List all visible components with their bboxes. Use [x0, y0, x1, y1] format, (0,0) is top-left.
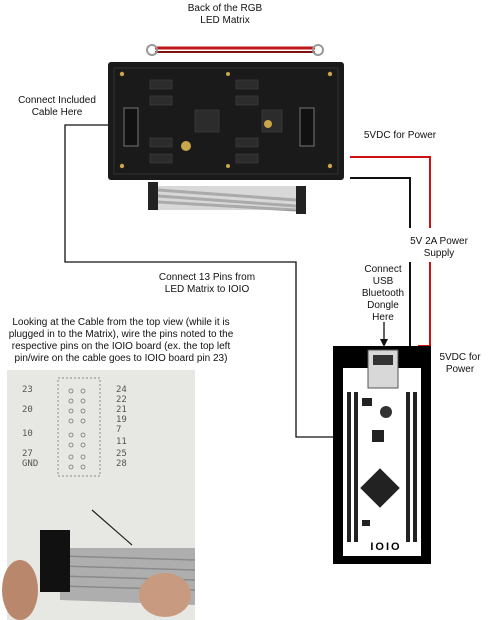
red-power-cable [146, 44, 324, 56]
pin-label [22, 417, 38, 429]
power-wire-red-bottom [418, 262, 431, 347]
pin-label: 11 [116, 437, 127, 447]
power-wire-red-top [350, 156, 431, 228]
instructions-text: Looking at the Cable from the top view (… [8, 317, 234, 364]
pin-label: 22 [116, 395, 127, 405]
pin-map-right: 24 22 21 19 7 11 25 28 [116, 385, 127, 469]
power-right-label: 5VDC for Power [439, 352, 481, 375]
pin-label [22, 395, 38, 405]
power-top-label: 5VDC for Power [363, 130, 437, 141]
pin-label: 27 [22, 449, 33, 459]
pin-label: 23 [22, 385, 33, 395]
pin-label: GND [22, 459, 39, 469]
pin-label: 21 [116, 405, 127, 415]
led-matrix-board [108, 62, 344, 180]
pin-label [22, 439, 38, 449]
pin-dots [68, 388, 86, 470]
pin-label: 20 [22, 405, 33, 415]
pin-label: 24 [116, 385, 127, 395]
pin-label: 19 [116, 415, 127, 425]
data-wire-line [64, 124, 335, 438]
ioio-board [333, 346, 431, 564]
pin-label: 28 [116, 459, 127, 469]
connect-cable-label: Connect Included Cable Here [18, 95, 96, 118]
ribbon-cable [148, 182, 306, 214]
pin-map-left: 23 20 10 27 GND [22, 385, 38, 469]
connect-13-pins-label: Connect 13 Pins from LED Matrix to IOIO [158, 272, 256, 295]
pin-label: 7 [116, 425, 122, 435]
matrix-title-label: Back of the RGB LED Matrix [187, 3, 263, 26]
cable-photo [2, 370, 196, 620]
power-wire-black-top [350, 177, 411, 228]
pin-label: 25 [116, 449, 127, 459]
bluetooth-dongle-label: Connect USB Bluetooth Dongle Here [361, 264, 405, 323]
power-supply-label: 5V 2A Power Supply [410, 236, 468, 259]
ioio-logo: IOIO [370, 541, 402, 553]
pin-label: 10 [22, 429, 33, 439]
